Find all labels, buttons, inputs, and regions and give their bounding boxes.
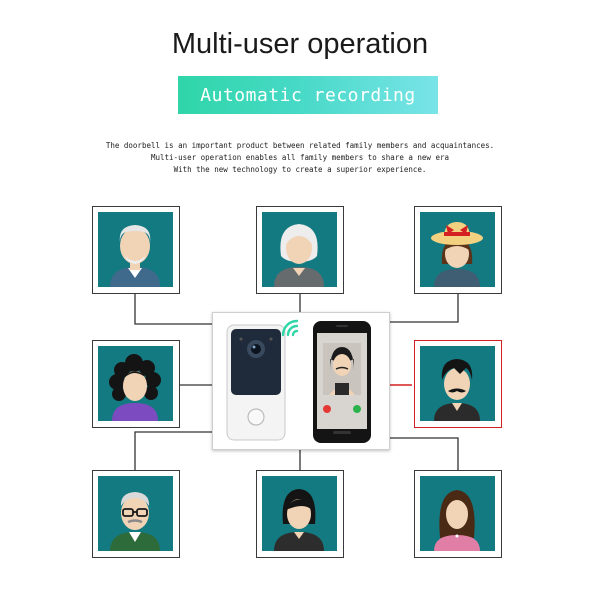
line-bottom-right xyxy=(388,437,459,470)
elderly-man-icon xyxy=(98,212,173,287)
user-card-girl-long-hair xyxy=(414,470,502,558)
user-card-old-man-glasses xyxy=(92,470,180,558)
elderly-woman-icon xyxy=(262,212,337,287)
description-line-3: With the new technology to create a supe… xyxy=(173,165,427,174)
description-line-1: The doorbell is an important product bet… xyxy=(105,141,495,150)
wifi-icon xyxy=(281,319,299,337)
user-card-visitor-mustache xyxy=(414,340,502,428)
glasses-man-icon xyxy=(98,476,173,551)
decline-call-icon xyxy=(323,405,331,413)
automatic-recording-banner: Automatic recording xyxy=(178,76,438,114)
banner-label: Automatic recording xyxy=(200,84,416,106)
user-card-grandfather xyxy=(92,206,180,294)
answer-call-icon xyxy=(353,405,361,413)
smartphone-icon xyxy=(313,321,371,443)
video-doorbell-icon xyxy=(226,324,286,441)
line-top-left xyxy=(134,294,212,325)
mustache-man-icon xyxy=(420,346,495,421)
device-display xyxy=(212,312,390,450)
long-hair-girl-icon xyxy=(420,476,495,551)
line-top-right xyxy=(388,294,459,323)
page-title: Multi-user operation xyxy=(171,28,429,60)
user-card-grandmother xyxy=(256,206,344,294)
user-card-girl-with-hat xyxy=(414,206,502,294)
curly-woman-icon xyxy=(98,346,173,421)
user-card-curly-woman xyxy=(92,340,180,428)
line-bottom-left xyxy=(134,431,212,470)
user-card-young-man xyxy=(256,470,344,558)
girl-hat-icon xyxy=(420,212,495,287)
description-line-2: Multi-user operation enables all family … xyxy=(150,153,449,162)
young-man-icon xyxy=(262,476,337,551)
